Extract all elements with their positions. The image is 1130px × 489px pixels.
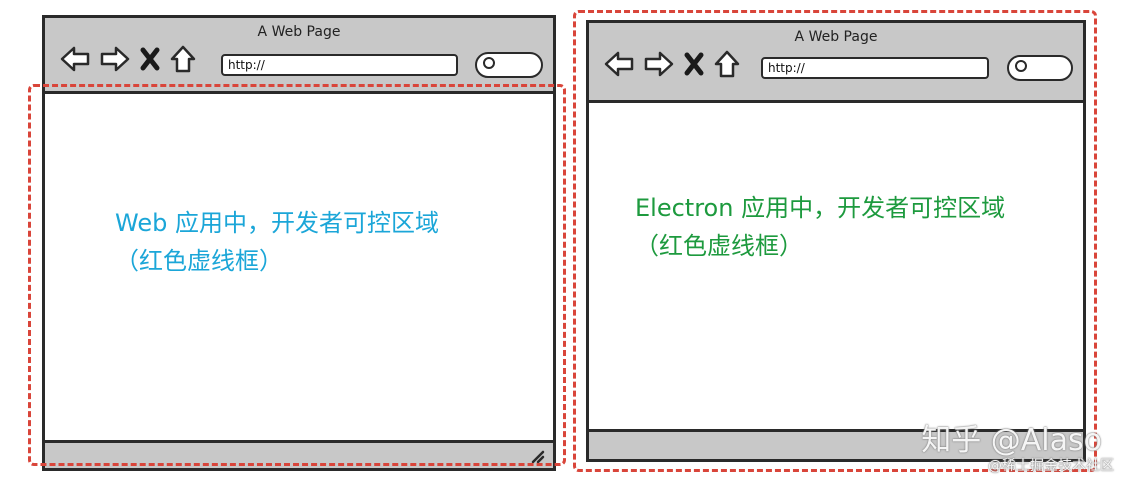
close-icon[interactable] xyxy=(139,46,161,72)
url-input[interactable]: http:// xyxy=(761,57,989,79)
status-bar xyxy=(45,440,553,468)
home-icon[interactable] xyxy=(169,44,197,74)
caption-line-2: （红色虚线框） xyxy=(635,232,803,260)
search-input[interactable] xyxy=(1007,55,1073,81)
browser-toolbar: A Web Page http:// xyxy=(589,23,1083,103)
nav-icons xyxy=(59,44,197,74)
window-title: A Web Page xyxy=(257,24,341,40)
browser-window-electron: A Web Page http:// Electron 应用中，开发者可控区域 … xyxy=(586,20,1086,462)
back-arrow-icon[interactable] xyxy=(603,49,635,79)
nav-icons xyxy=(603,49,741,79)
search-icon xyxy=(483,57,495,69)
status-bar xyxy=(589,429,1083,459)
close-icon[interactable] xyxy=(683,51,705,77)
back-arrow-icon[interactable] xyxy=(59,44,91,74)
forward-arrow-icon[interactable] xyxy=(643,49,675,79)
caption-line-1: Web 应用中，开发者可控区域 xyxy=(115,209,439,237)
search-input[interactable] xyxy=(475,52,543,78)
search-icon xyxy=(1015,60,1027,72)
home-icon[interactable] xyxy=(713,49,741,79)
resize-grip-icon[interactable] xyxy=(531,450,545,464)
watermark-juejin: @稀土掘金技术社区 xyxy=(988,458,1114,474)
watermark-zhihu: 知乎 @Alaso xyxy=(921,423,1102,458)
url-input[interactable]: http:// xyxy=(221,54,458,76)
forward-arrow-icon[interactable] xyxy=(99,44,131,74)
window-title: A Web Page xyxy=(794,29,878,45)
electron-caption: Electron 应用中，开发者可控区域 （红色虚线框） xyxy=(635,189,1005,265)
web-caption: Web 应用中，开发者可控区域 （红色虚线框） xyxy=(115,204,439,280)
caption-line-1: Electron 应用中，开发者可控区域 xyxy=(635,194,1006,222)
browser-toolbar: A Web Page http:// xyxy=(45,18,553,94)
browser-window-web: A Web Page http:// Web 应用中，开发者可控区域 （红色虚线… xyxy=(42,15,556,471)
caption-line-2: （红色虚线框） xyxy=(115,247,283,275)
